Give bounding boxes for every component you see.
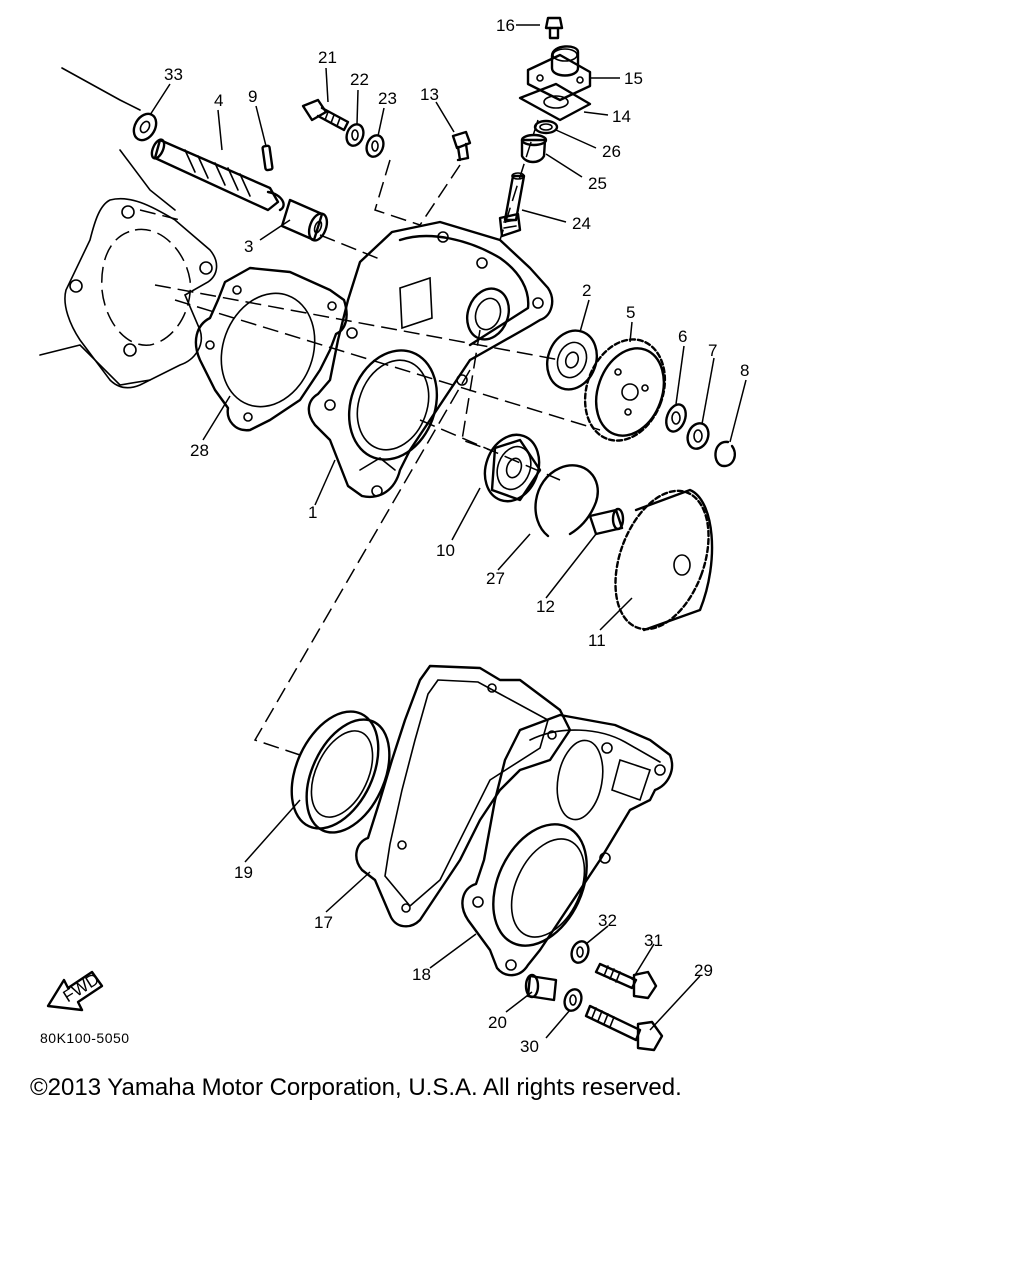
label-4: 4 — [214, 91, 223, 110]
label-14: 14 — [612, 107, 631, 126]
label-12: 12 — [536, 597, 555, 616]
part-15-housing — [526, 45, 592, 102]
label-33: 33 — [164, 65, 183, 84]
fwd-arrow-icon: FWD — [46, 969, 104, 1012]
part-26-o-ring — [533, 119, 559, 135]
part-18-pump-cover — [461, 713, 674, 977]
label-19: 19 — [234, 863, 253, 882]
part-12-dowel-pin — [588, 507, 625, 536]
part-1-water-pump-housing — [307, 220, 554, 499]
label-6: 6 — [678, 327, 687, 346]
alignment-lines — [139, 119, 601, 756]
part-28-gasket — [194, 266, 348, 432]
label-5: 5 — [626, 303, 635, 322]
label-29: 29 — [694, 961, 713, 980]
part-17-cover-gasket — [355, 664, 572, 928]
copyright-notice: ©2013 Yamaha Motor Corporation, U.S.A. A… — [30, 1074, 682, 1101]
part-13-screw — [451, 130, 472, 162]
leader-lines — [149, 24, 747, 1039]
label-7: 7 — [708, 341, 717, 360]
part-7-washer — [686, 422, 710, 450]
part-labels: 16 15 14 26 25 24 21 22 23 13 33 4 9 3 2… — [164, 16, 749, 1056]
part-30-washer — [563, 988, 583, 1012]
part-20-dowel — [524, 973, 558, 1002]
label-26: 26 — [602, 142, 621, 161]
label-31: 31 — [644, 931, 663, 950]
label-22: 22 — [350, 70, 369, 89]
diagram-code: 80K100-5050 — [40, 1030, 130, 1046]
label-23: 23 — [378, 89, 397, 108]
part-19-oil-seal — [290, 710, 391, 834]
label-32: 32 — [598, 911, 617, 930]
part-6-washer — [665, 403, 687, 433]
label-27: 27 — [486, 569, 505, 588]
part-3-collar — [280, 198, 329, 242]
part-4-impeller-shaft — [150, 138, 285, 212]
label-2: 2 — [582, 281, 591, 300]
part-11-gear — [614, 488, 714, 632]
label-18: 18 — [412, 965, 431, 984]
exploded-parts-diagram: FWD 16 15 14 26 25 24 21 22 23 13 33 4 9… — [39, 16, 749, 1056]
part-29-bolt — [584, 1004, 664, 1052]
part-23-washer — [365, 134, 385, 158]
part-27-circlip — [534, 464, 599, 538]
label-1: 1 — [308, 503, 317, 522]
label-13: 13 — [420, 85, 439, 104]
label-28: 28 — [190, 441, 209, 460]
label-9: 9 — [248, 87, 257, 106]
label-24: 24 — [572, 214, 591, 233]
part-21-bolt — [301, 98, 350, 132]
label-21: 21 — [318, 48, 337, 67]
label-17: 17 — [314, 913, 333, 932]
part-33-oil-seal — [132, 112, 158, 142]
part-22-washer — [345, 123, 365, 147]
engine-case-outline — [39, 67, 218, 389]
part-10-bearing — [483, 433, 542, 503]
label-8: 8 — [740, 361, 749, 380]
part-5-impeller-gear — [583, 338, 667, 442]
label-16: 16 — [496, 16, 515, 35]
label-10: 10 — [436, 541, 455, 560]
part-14-gasket — [518, 82, 592, 122]
label-20: 20 — [488, 1013, 507, 1032]
label-15: 15 — [624, 69, 643, 88]
label-25: 25 — [588, 174, 607, 193]
part-8-circlip — [714, 440, 736, 468]
part-32-washer — [570, 940, 590, 964]
label-3: 3 — [244, 237, 253, 256]
part-2-bearing — [546, 329, 598, 391]
part-16-screw — [544, 16, 564, 40]
part-31-bolt — [594, 962, 658, 1000]
part-25-bushing — [520, 133, 548, 164]
label-30: 30 — [520, 1037, 539, 1056]
label-11: 11 — [588, 631, 606, 650]
part-9-pin — [261, 144, 274, 172]
part-24-drive-gear — [498, 172, 526, 238]
